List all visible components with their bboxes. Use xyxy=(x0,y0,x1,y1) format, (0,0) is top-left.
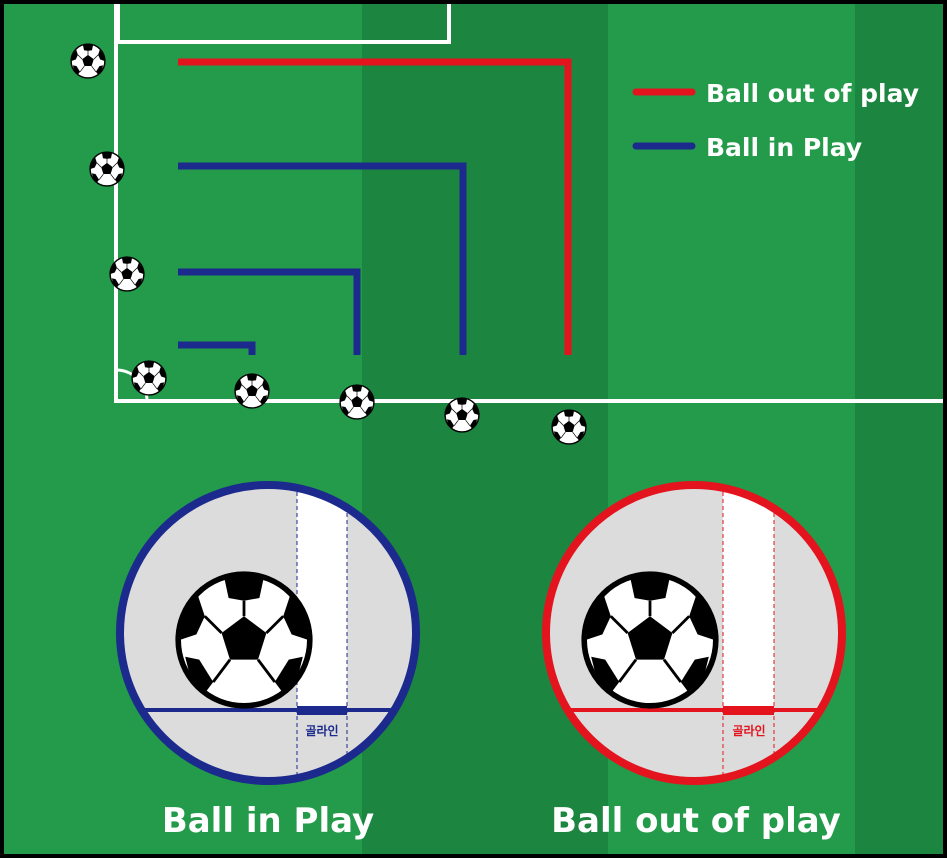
ball-icon xyxy=(445,398,479,432)
ball-icon xyxy=(90,152,124,186)
ball-icon xyxy=(132,361,166,395)
ball-icon xyxy=(552,410,586,444)
legend-out-label: Ball out of play xyxy=(706,79,919,108)
ball-out-of-play-zoom: 골라인 xyxy=(540,485,850,781)
caption-ball-out-of-play: Ball out of play xyxy=(551,801,841,841)
ball-icon xyxy=(71,44,105,78)
goal-line-label: 골라인 xyxy=(732,723,765,738)
ball-icon xyxy=(340,385,374,419)
ball-icon xyxy=(110,257,144,291)
caption-ball-in-play: Ball in Play xyxy=(162,801,374,841)
goal-line-label: 골라인 xyxy=(305,723,338,738)
ball-icon xyxy=(584,574,716,706)
ball-icon xyxy=(178,574,310,706)
legend-in-label: Ball in Play xyxy=(706,133,862,162)
ball-icon xyxy=(235,374,269,408)
